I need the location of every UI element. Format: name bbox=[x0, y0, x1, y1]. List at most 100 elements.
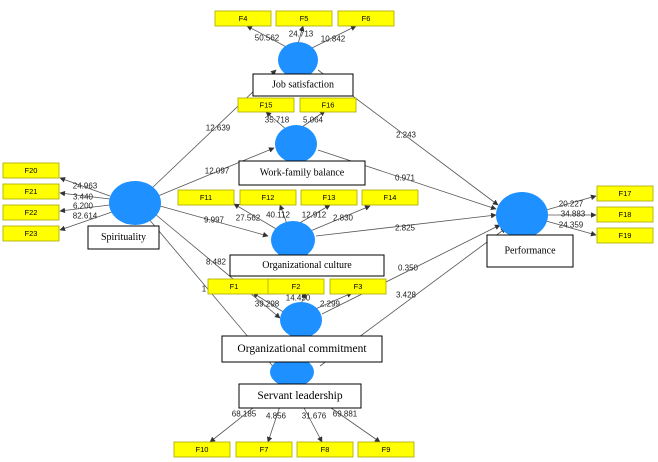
indicator-label: F14 bbox=[384, 193, 397, 202]
indicator-label: F17 bbox=[619, 189, 632, 198]
path-spi-oc bbox=[159, 205, 269, 238]
indicator-f7: F7 bbox=[235, 441, 293, 458]
loading-f13: 12.912 bbox=[302, 211, 327, 220]
loading-f5: 24.713 bbox=[289, 30, 314, 39]
label-work-family-balance: Work-family balance bbox=[238, 160, 366, 186]
edge-spi-f22 bbox=[59, 204, 111, 214]
edge-oc-f11 bbox=[233, 203, 279, 231]
indicator-label: F16 bbox=[322, 101, 335, 110]
loading-f4: 50.562 bbox=[255, 34, 280, 43]
label-organizational-commitment: Organizational commitment bbox=[221, 335, 383, 363]
indicator-f23: F23 bbox=[2, 225, 60, 242]
indicator-f12: F12 bbox=[239, 189, 297, 206]
latent-job-satisfaction bbox=[278, 42, 318, 78]
loading-f12: 40.112 bbox=[266, 211, 290, 220]
path-oc-perf bbox=[315, 212, 497, 237]
indicator-label: F13 bbox=[323, 193, 336, 202]
label-text: Job satisfaction bbox=[272, 80, 334, 91]
latent-labels: Job satisfaction Work-family balance Spi… bbox=[87, 73, 574, 409]
indicator-label: F3 bbox=[354, 282, 363, 291]
indicator-f13: F13 bbox=[300, 189, 358, 206]
structural-edges bbox=[147, 69, 507, 371]
indicator-f11: F11 bbox=[177, 189, 235, 206]
edge-oc-f12 bbox=[279, 204, 288, 225]
path-spi-ocm bbox=[154, 213, 281, 319]
path-wfb-perf bbox=[317, 149, 497, 211]
edge-perf-f19 bbox=[545, 220, 597, 237]
edge-oc-f14 bbox=[307, 205, 371, 233]
label-job-satisfaction: Job satisfaction bbox=[252, 73, 354, 97]
loading-f7: 4.856 bbox=[266, 412, 287, 421]
indicator-f4: F4 bbox=[214, 10, 272, 27]
indicator-f14: F14 bbox=[361, 189, 419, 206]
path-coef-spi-js: 12.639 bbox=[206, 124, 231, 133]
indicator-label: F15 bbox=[260, 101, 273, 110]
edge-spi-f21 bbox=[59, 190, 111, 200]
loading-f22: 6.200 bbox=[73, 202, 94, 211]
loading-f11: 27.562 bbox=[236, 214, 261, 223]
indicator-f9: F9 bbox=[357, 441, 415, 458]
indicator-label: F4 bbox=[239, 14, 248, 23]
loading-f15: 35.718 bbox=[265, 116, 290, 125]
latent-spirituality bbox=[109, 181, 161, 225]
indicator-f10: F10 bbox=[173, 441, 231, 458]
indicator-f8: F8 bbox=[296, 441, 354, 458]
latent-organizational-commitment bbox=[280, 302, 322, 338]
latent-organizational-culture bbox=[271, 221, 315, 259]
path-coef-sl-perf: 3.428 bbox=[396, 291, 417, 300]
indicator-f21: F21 bbox=[2, 183, 60, 200]
path-coef-spi-oc: 9.997 bbox=[204, 216, 225, 225]
label-text: Performance bbox=[504, 246, 556, 257]
indicator-label: F1 bbox=[230, 282, 239, 291]
path-coef-ocm-perf: 0.350 bbox=[398, 264, 419, 273]
indicator-label: F12 bbox=[262, 193, 275, 202]
loading-f19: 24.359 bbox=[559, 221, 584, 230]
path-spi-wfb bbox=[157, 147, 275, 197]
indicator-label: F18 bbox=[619, 210, 632, 219]
indicator-f2: F2 bbox=[267, 278, 325, 295]
indicator-edges bbox=[59, 25, 597, 443]
label-text: Work-family balance bbox=[260, 168, 345, 179]
indicator-label: F22 bbox=[25, 208, 38, 217]
loading-f9: 69.881 bbox=[333, 410, 358, 419]
path-coef-spi-wfb: 12.097 bbox=[205, 167, 230, 176]
latent-performance bbox=[496, 192, 548, 238]
edge-js-f5 bbox=[297, 25, 305, 45]
edge-js-f4 bbox=[246, 25, 293, 51]
indicator-f20: F20 bbox=[2, 162, 60, 179]
loading-f8: 31.676 bbox=[302, 412, 327, 421]
loading-f10: 68.185 bbox=[232, 410, 257, 419]
indicator-f15: F15 bbox=[237, 97, 295, 113]
path-coef-js-perf: 2.243 bbox=[396, 131, 417, 140]
indicator-f16: F16 bbox=[299, 97, 357, 113]
label-text: Servant leadership bbox=[257, 390, 343, 402]
edge-oc-f13 bbox=[297, 204, 331, 225]
label-text: Organizational commitment bbox=[237, 343, 367, 355]
loading-f20: 24.963 bbox=[73, 182, 98, 191]
indicator-label: F20 bbox=[25, 166, 38, 175]
loading-f14: 2.830 bbox=[333, 214, 354, 223]
loading-f21: 3.440 bbox=[73, 193, 94, 202]
edge-perf-f17 bbox=[545, 194, 597, 211]
loading-f2: 14.450 bbox=[286, 294, 311, 303]
indicator-f17: F17 bbox=[596, 185, 654, 202]
label-servant-leadership: Servant leadership bbox=[238, 383, 362, 409]
path-ocm-perf bbox=[321, 224, 501, 315]
path-coef-wfb-perf: 0.971 bbox=[395, 174, 416, 183]
edge-ocm-f3 bbox=[312, 292, 353, 311]
latent-servant-leadership bbox=[270, 357, 314, 387]
edge-wfb-f15 bbox=[265, 111, 288, 131]
edge-spi-f23 bbox=[59, 211, 113, 231]
indicator-label: F19 bbox=[619, 231, 632, 240]
label-spirituality: Spirituality bbox=[87, 225, 160, 250]
indicator-f19: F19 bbox=[596, 227, 654, 244]
label-organizational-culture: Organizational culture bbox=[229, 254, 385, 277]
edge-spi-f20 bbox=[59, 177, 111, 197]
edge-js-f6 bbox=[307, 25, 357, 51]
loading-f3: 2.299 bbox=[320, 300, 341, 309]
indicator-label: F11 bbox=[200, 193, 212, 202]
label-performance: Performance bbox=[486, 234, 574, 268]
edge-wfb-f16 bbox=[301, 110, 326, 128]
loading-f6: 10.842 bbox=[321, 35, 346, 44]
